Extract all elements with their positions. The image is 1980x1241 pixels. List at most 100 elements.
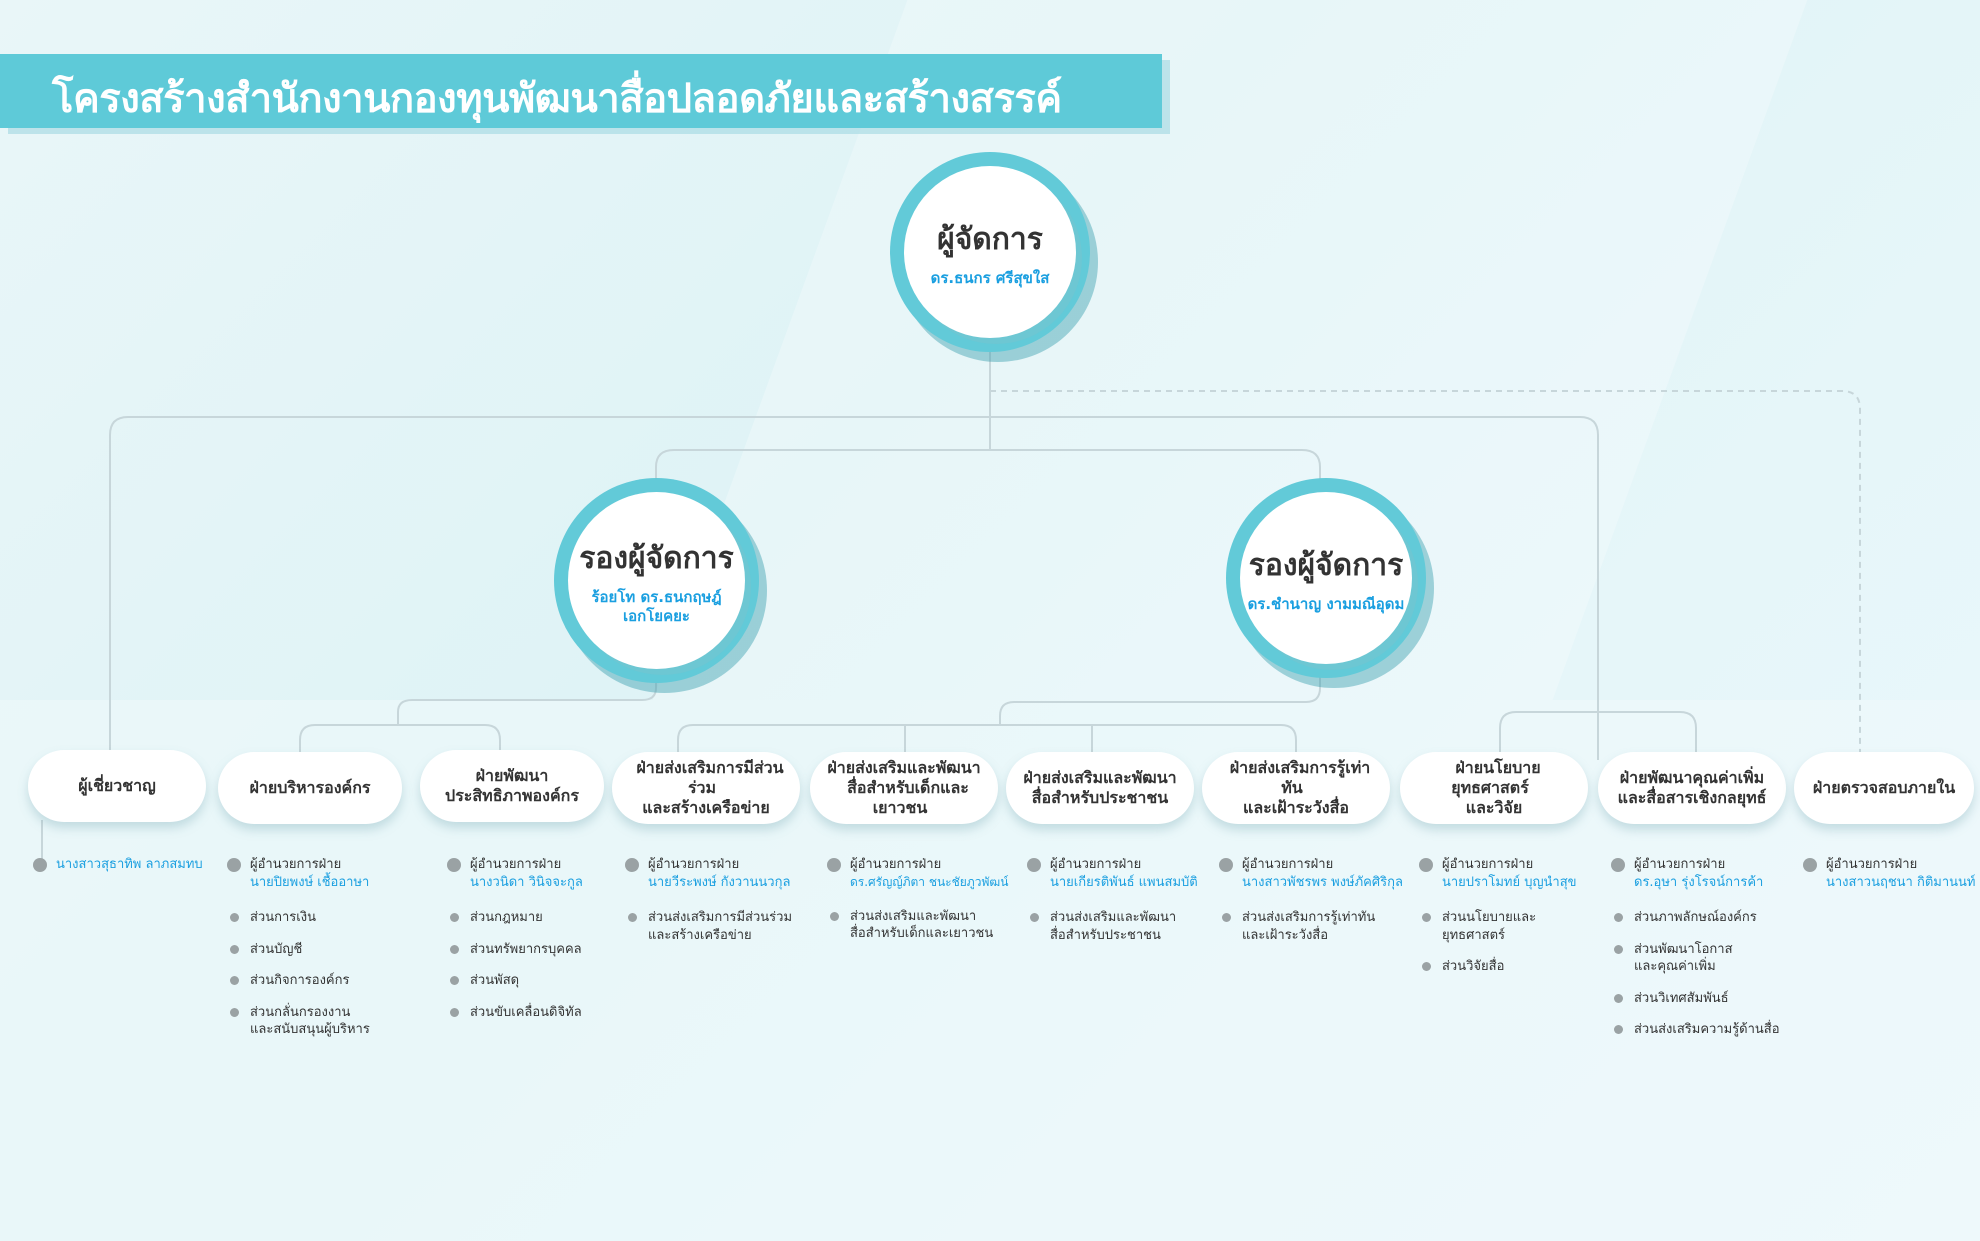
director-title: ผู้อำนวยการฝ่าย [1050,857,1142,872]
department-box: ฝ่ายพัฒนาประสิทธิภาพองค์กร [420,750,604,822]
bullet-icon [625,858,639,872]
bullet-icon [230,913,239,923]
bullet-icon [1614,993,1623,1003]
department-name: ฝ่ายส่งเสริมและพัฒนา [1023,768,1177,787]
director-title: ผู้อำนวยการฝ่าย [1634,857,1726,872]
subunit-label: ส่วนพัสดุ [470,973,520,989]
director-name: นายปิยพงษ์ เชื้ออาษา [250,874,370,890]
director-title: ผู้อำนวยการฝ่าย [470,857,562,872]
bullet-icon [1614,944,1623,954]
deputy-title: รองผู้จัดการ [1248,547,1404,583]
department-name: ฝ่ายนโยบาย ยุทธศาสตร์ [1451,758,1541,797]
manager-name: ดร.ธนกร ศรีสุขใส [930,268,1050,287]
deputy-node: รองผู้จัดการ ร้อยโท ดร.ธนกฤษฎ์ เอกโยคยะ [554,478,759,683]
manager-card: ผู้จัดการ ดร.ธนกร ศรีสุขใส [904,166,1076,338]
director-name: นางวนิดา วินิจจะกูล [470,874,583,890]
director-name: ดร.อุษา รุ่งโรจน์การค้า [1634,874,1764,890]
subunit-label: ส่วนทรัพยากรบุคคล [470,941,582,957]
department-name: ฝ่ายส่งเสริมและพัฒนา [827,758,981,777]
department-box: ฝ่ายส่งเสริมและพัฒนาสื่อสำหรับประชาชน [1006,752,1194,824]
bullet-icon [447,858,461,872]
bullet-icon [827,858,841,872]
bullet-icon [1219,858,1233,872]
director-title: ผู้อำนวยการฝ่าย [850,857,942,872]
department-name: ฝ่ายบริหารองค์กร [249,778,371,797]
bullet-icon [1030,913,1039,923]
director-name: นายปราโมทย์ บุญนำสุข [1442,874,1577,890]
subunit-label: ส่วนกฎหมาย [470,910,543,926]
subunit-label: ส่วนบัญชี [250,941,303,957]
bullet-icon [1614,1025,1623,1035]
director-title: ผู้อำนวยการฝ่าย [250,857,342,872]
director-name: นายวีระพงษ์ กังวานนวกุล [648,874,791,890]
director-name: นางสาวพัชรพร พงษ์ภัคศิริกุล [1242,874,1403,890]
subunit-label: ส่วนกิจการองค์กร [250,973,350,989]
bullet-icon [1803,858,1817,872]
title-banner: โครงสร้างสำนักงานกองทุนพัฒนาสื่อปลอดภัยแ… [0,54,1162,128]
deputy-card: รองผู้จัดการ ร้อยโท ดร.ธนกฤษฎ์ เอกโยคยะ [568,492,745,669]
department-detail: ผู้อำนวยการฝ่าย นางสาวพัชรพร พงษ์ภัคศิริ… [1219,856,1403,958]
bullet-icon [1422,962,1431,972]
director-title: ผู้อำนวยการฝ่าย [1442,857,1534,872]
department-detail: ผู้อำนวยการฝ่าย นายปิยพงษ์ เชื้ออาษา ส่ว… [227,856,370,1053]
department-detail: ผู้อำนวยการฝ่าย นายวีระพงษ์ กังวานนวกุล … [625,856,793,958]
bullet-icon [450,944,459,954]
department-name: ฝ่ายพัฒนาคุณค่าเพิ่ม [1619,768,1765,787]
manager-node: ผู้จัดการ ดร.ธนกร ศรีสุขใส [890,152,1090,352]
deputy-node: รองผู้จัดการ ดร.ชำนาญ งามมณีอุดม [1226,478,1426,678]
director-name: ดร.ศรัญญ์ภิตา ชนะชัยภูวพัฒน์ [850,874,1009,889]
page-title: โครงสร้างสำนักงานกองทุนพัฒนาสื่อปลอดภัยแ… [52,76,1062,122]
subunit-label: ส่วนกลั่นกรองงาน [250,1004,351,1020]
department-name: ฝ่ายส่งเสริมการมีส่วนร่วม [636,758,784,797]
department-detail: ผู้อำนวยการฝ่าย นายปราโมทย์ บุญนำสุข ส่ว… [1419,856,1577,990]
bullet-icon [830,911,839,921]
bullet-icon [1614,913,1623,923]
subunit-label: ส่วนวิเทศสัมพันธ์ [1634,990,1729,1006]
director-name: นายเกียรติพันธ์ แพนสมบัติ [1050,874,1198,890]
subunit-label: ส่วนภาพลักษณ์องค์กร [1634,910,1757,926]
department-detail: นางสาวสุธาทิพ ลาภสมทบ [33,856,203,888]
deputy-name: ร้อยโท ดร.ธนกฤษฎ์ เอกโยคยะ [591,587,722,626]
subunit-label: ส่วนส่งเสริมความรู้ด้านสื่อ [1634,1022,1780,1038]
department-box: ฝ่ายส่งเสริมการรู้เท่าทันและเฝ้าระวังสื่… [1202,752,1390,824]
bullet-icon [230,944,239,954]
bullet-icon [1222,913,1231,923]
director-title: ผู้อำนวยการฝ่าย [1242,857,1334,872]
subunit-label: ส่วนวิจัยสื่อ [1442,959,1505,975]
department-box: ฝ่ายตรวจสอบภายใน [1794,752,1974,824]
department-box: ผู้เชี่ยวชาญ [28,750,206,822]
subunit-label: ส่วนขับเคลื่อนดิจิทัล [470,1004,582,1020]
department-detail: ผู้อำนวยการฝ่าย ดร.ศรัญญ์ภิตา ชนะชัยภูวพ… [827,856,1009,957]
department-box: ฝ่ายนโยบาย ยุทธศาสตร์และวิจัย [1400,752,1588,824]
subunit-label: ส่วนส่งเสริมและพัฒนา [850,908,977,924]
subunit-label: ส่วนพัฒนาโอกาส [1634,941,1733,957]
deputy-name: ดร.ชำนาญ งามมณีอุดม [1247,594,1405,613]
bullet-icon [230,1007,239,1017]
department-detail: ผู้อำนวยการฝ่าย นางสาวนฤชนา กิติมานนท์ [1803,856,1976,905]
manager-title: ผู้จัดการ [937,221,1043,257]
bullet-icon [1422,913,1431,923]
department-box: ฝ่ายส่งเสริมการมีส่วนร่วมและสร้างเครือข่… [612,752,800,824]
subunit-label: ส่วนนโยบายและ [1442,910,1537,926]
department-name: ฝ่ายพัฒนา [475,766,549,785]
director-title: ผู้อำนวยการฝ่าย [648,857,740,872]
department-detail: ผู้อำนวยการฝ่าย นายเกียรติพันธ์ แพนสมบัต… [1027,856,1198,958]
department-detail: ผู้อำนวยการฝ่าย นางวนิดา วินิจจะกูล ส่วน… [447,856,583,1035]
subunit-label: ส่วนส่งเสริมการมีส่วนร่วม [648,910,793,926]
bullet-icon [227,858,241,872]
bullet-icon [450,913,459,923]
bullet-icon [230,976,239,986]
subunit-label: ส่วนส่งเสริมการรู้เท่าทัน [1242,910,1376,926]
subunit-label: ส่วนส่งเสริมและพัฒนา [1050,910,1177,926]
department-box: ฝ่ายพัฒนาคุณค่าเพิ่มและสื่อสารเชิงกลยุทธ… [1598,752,1786,824]
deputy-title: รองผู้จัดการ [579,540,734,576]
director-name: นางสาวนฤชนา กิติมานนท์ [1826,874,1976,890]
subunit-label: ส่วนการเงิน [250,910,316,926]
deputy-card: รองผู้จัดการ ดร.ชำนาญ งามมณีอุดม [1240,492,1412,664]
department-name: ฝ่ายตรวจสอบภายใน [1812,778,1956,797]
bullet-icon [450,1007,459,1017]
bullet-icon [33,858,47,872]
bullet-icon [1611,858,1625,872]
department-detail: ผู้อำนวยการฝ่าย ดร.อุษา รุ่งโรจน์การค้า … [1611,856,1780,1053]
